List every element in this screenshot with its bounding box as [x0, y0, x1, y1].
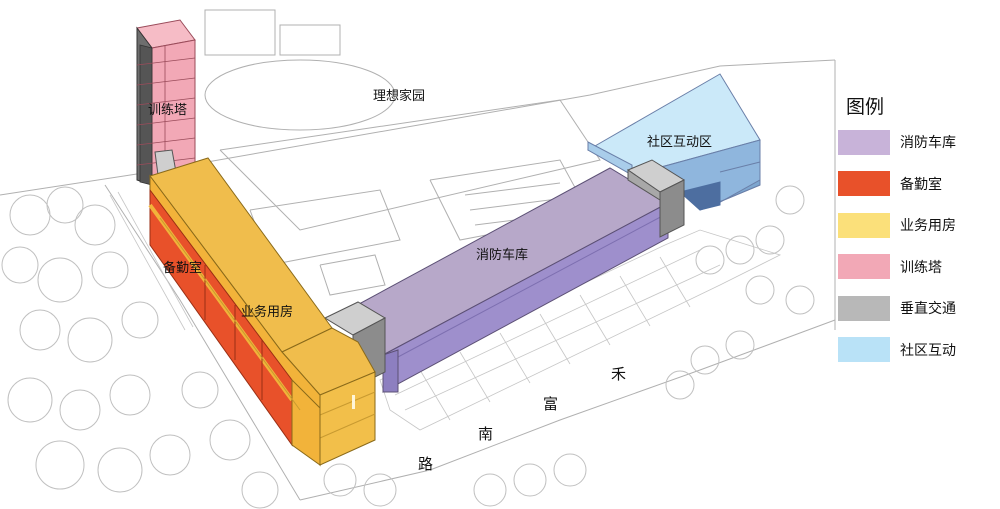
- legend: 图例 消防车库 备勤室 业务用房 训练塔 垂直交通 社区互动: [838, 92, 988, 378]
- legend-label: 社区互动: [900, 342, 956, 359]
- road-char-2: 富: [543, 395, 558, 413]
- legend-item-fire-garage: 消防车库: [838, 129, 988, 155]
- legend-swatch: [838, 129, 890, 155]
- duty-room-label: 备勤室: [163, 260, 202, 276]
- legend-label: 消防车库: [900, 135, 956, 151]
- community-block: [586, 73, 761, 211]
- legend-swatch: [838, 295, 890, 321]
- trees: [1, 185, 815, 509]
- community-label: 社区互动区: [647, 134, 712, 150]
- legend-swatch: [838, 212, 890, 238]
- residence-label: 理想家园: [373, 88, 425, 104]
- legend-label: 训练塔: [900, 259, 942, 276]
- training-tower: [136, 19, 196, 186]
- road-char-1: 禾: [611, 365, 626, 383]
- road-char-4: 路: [418, 455, 433, 473]
- legend-item-vertical-circulation: 垂直交通: [838, 295, 988, 321]
- legend-item-training-tower: 训练塔: [838, 254, 988, 280]
- legend-label: 垂直交通: [900, 301, 956, 317]
- fire-garage-label: 消防车库: [476, 247, 528, 263]
- legend-swatch: [838, 337, 890, 362]
- road-char-3: 南: [478, 425, 493, 443]
- legend-item-duty-room: 备勤室: [838, 171, 988, 197]
- paving-grid: [109, 191, 782, 431]
- legend-swatch: [838, 171, 890, 196]
- fire-garage-block: [347, 167, 670, 393]
- legend-swatch: [838, 254, 890, 279]
- legend-item-community: 社区互动: [838, 337, 988, 363]
- legend-label: 业务用房: [900, 218, 956, 234]
- business-label: 业务用房: [241, 304, 293, 320]
- business-building: [148, 157, 376, 467]
- legend-title: 图例: [846, 96, 885, 118]
- legend-label: 备勤室: [900, 176, 942, 193]
- training-tower-label: 训练塔: [148, 103, 187, 118]
- legend-item-business: 业务用房: [838, 212, 988, 238]
